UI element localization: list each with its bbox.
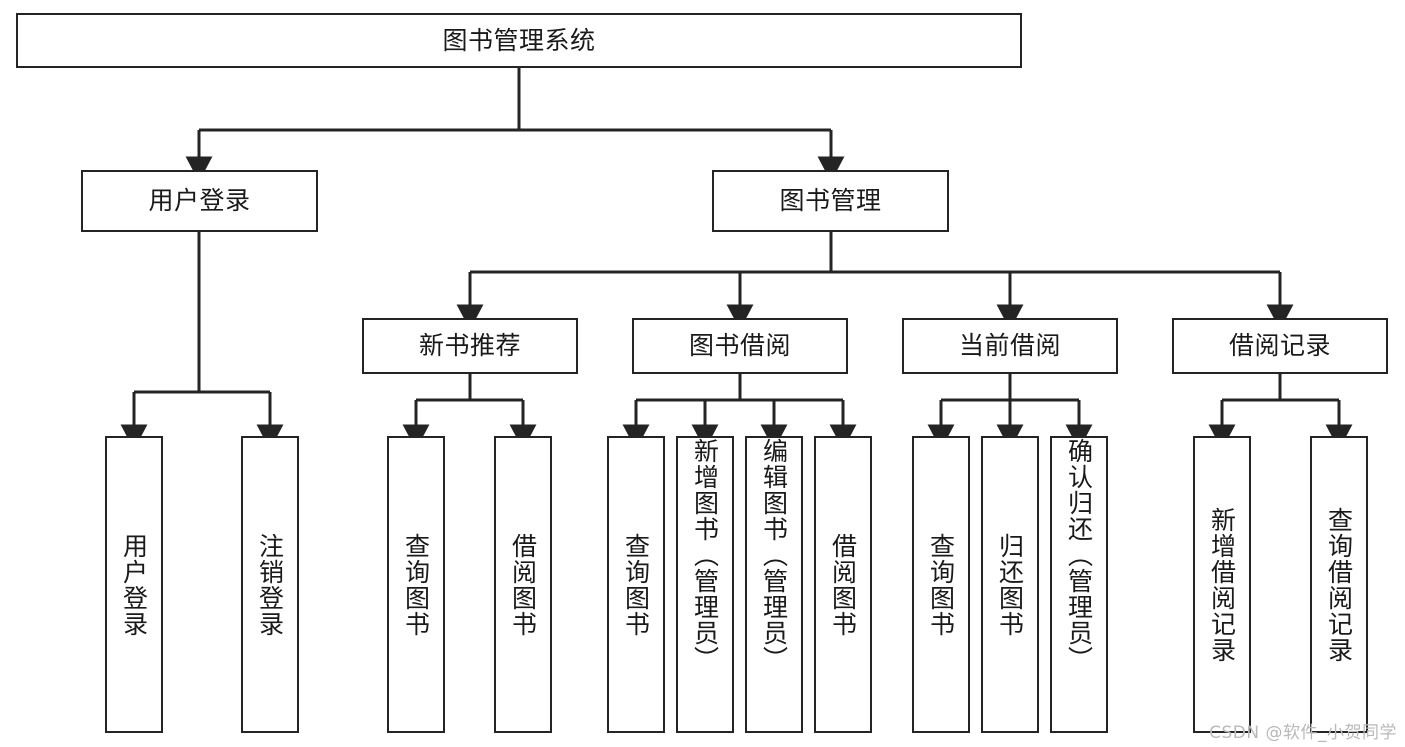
node-leaf-query-book-3[interactable]: 查询图书 <box>912 436 970 733</box>
node-leaf-query-book-3-label: 查询图书 <box>926 532 956 637</box>
csdn-watermark: CSDN @软件_小贺同学 <box>1209 723 1397 743</box>
node-leaf-add-book-label: 新增图书（管理员） <box>690 438 720 672</box>
node-leaf-edit-book[interactable]: 编辑图书（管理员） <box>745 436 803 733</box>
node-leaf-borrow-book-2-label: 借阅图书 <box>828 532 858 637</box>
node-borrow-record-label: 借阅记录 <box>1228 331 1331 361</box>
node-root[interactable]: 图书管理系统 <box>16 13 1022 68</box>
node-book-borrow[interactable]: 图书借阅 <box>632 318 848 374</box>
node-leaf-borrow-book-1-label: 借阅图书 <box>508 532 538 637</box>
node-leaf-query-book-2[interactable]: 查询图书 <box>607 436 665 733</box>
node-leaf-add-record-label: 新增借阅记录 <box>1207 506 1237 663</box>
node-user-login[interactable]: 用户登录 <box>81 170 318 232</box>
node-leaf-logout-login[interactable]: 注销登录 <box>241 436 299 733</box>
node-leaf-logout-login-label: 注销登录 <box>255 532 285 637</box>
node-current-borrow[interactable]: 当前借阅 <box>902 318 1118 374</box>
node-book-management[interactable]: 图书管理 <box>712 170 949 232</box>
node-leaf-query-book-2-label: 查询图书 <box>621 532 651 637</box>
node-root-label: 图书管理系统 <box>442 25 596 55</box>
node-current-borrow-label: 当前借阅 <box>958 331 1061 361</box>
node-leaf-query-book-1[interactable]: 查询图书 <box>387 436 445 733</box>
node-leaf-user-login[interactable]: 用户登录 <box>105 436 163 733</box>
node-new-book-recommend[interactable]: 新书推荐 <box>362 318 578 374</box>
node-leaf-query-record-label: 查询借阅记录 <box>1324 506 1354 663</box>
node-leaf-edit-book-label: 编辑图书（管理员） <box>759 438 789 672</box>
node-new-book-recommend-label: 新书推荐 <box>418 331 521 361</box>
node-user-login-label: 用户登录 <box>148 186 251 216</box>
node-leaf-add-record[interactable]: 新增借阅记录 <box>1193 436 1251 733</box>
node-leaf-add-book[interactable]: 新增图书（管理员） <box>676 436 734 733</box>
node-leaf-query-book-1-label: 查询图书 <box>401 532 431 637</box>
node-leaf-query-record[interactable]: 查询借阅记录 <box>1310 436 1368 733</box>
node-book-management-label: 图书管理 <box>779 186 882 216</box>
node-leaf-return-book-label: 归还图书 <box>995 532 1025 637</box>
node-leaf-borrow-book-2[interactable]: 借阅图书 <box>814 436 872 733</box>
node-leaf-confirm-return[interactable]: 确认归还（管理员） <box>1050 436 1108 733</box>
node-leaf-return-book[interactable]: 归还图书 <box>981 436 1039 733</box>
node-book-borrow-label: 图书借阅 <box>688 331 791 361</box>
node-leaf-borrow-book-1[interactable]: 借阅图书 <box>494 436 552 733</box>
node-leaf-confirm-return-label: 确认归还（管理员） <box>1064 438 1094 672</box>
node-borrow-record[interactable]: 借阅记录 <box>1172 318 1388 374</box>
node-leaf-user-login-label: 用户登录 <box>119 532 149 637</box>
